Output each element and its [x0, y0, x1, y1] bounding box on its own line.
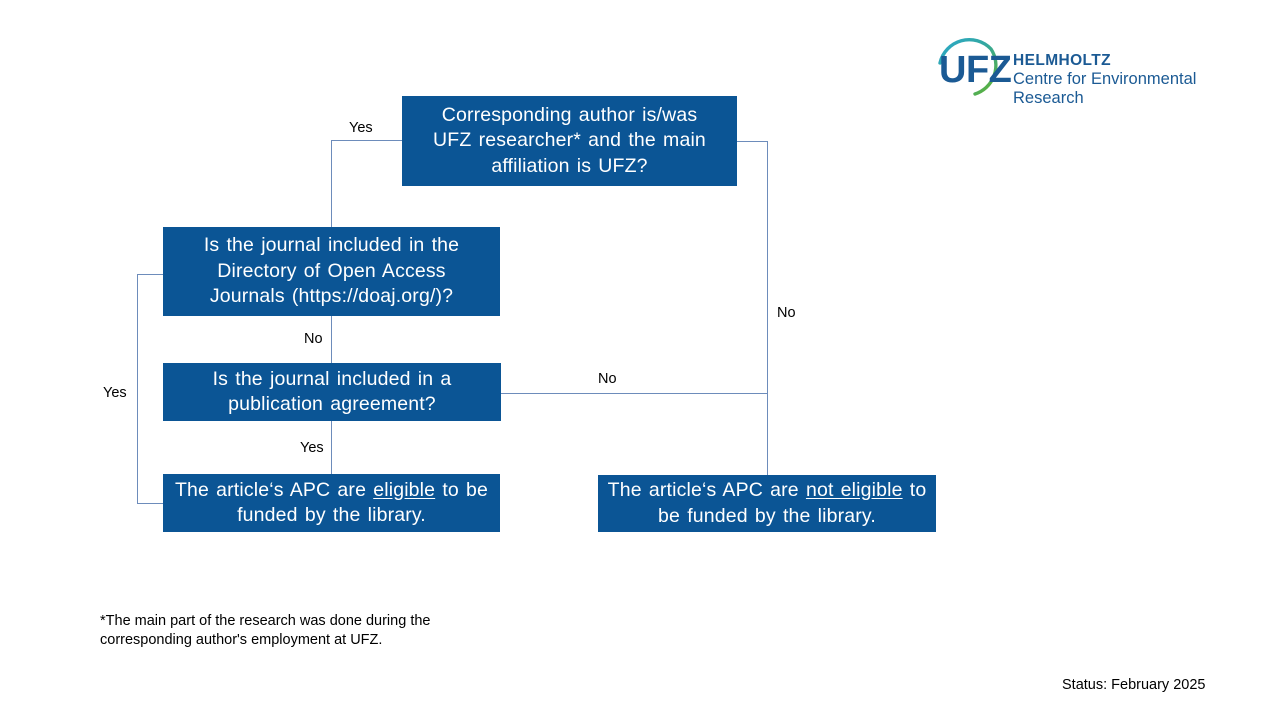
connector-doaj-yes-vertical	[137, 274, 138, 504]
connector-author-yes-horizontal	[331, 140, 402, 141]
ufz-logo: UFZ HELMHOLTZ Centre for Environmental R…	[913, 31, 1246, 107]
edge-label-agreement-no: No	[598, 371, 617, 387]
emphasis-eligible: eligible	[373, 478, 436, 501]
node-q-publication-agreement-text: Is the journal included in a publication…	[212, 367, 452, 416]
node-q-corresponding-author[interactable]: Corresponding author is/was UFZ research…	[402, 96, 737, 186]
connector-doaj-no-vertical	[331, 316, 332, 364]
helmholtz-tagline: Centre for Environmental Research	[1013, 70, 1197, 107]
edge-label-author-no: No	[777, 305, 796, 321]
edge-label-agreement-yes: Yes	[300, 440, 324, 456]
edge-label-doaj-no: No	[304, 331, 323, 347]
connector-doaj-yes-horizontal-bottom	[137, 503, 164, 504]
node-result-eligible[interactable]: The article‘s APC are eligible to be fun…	[163, 474, 500, 532]
node-result-not-eligible-text: The article‘s APC are not eligible to be…	[607, 479, 927, 527]
ufz-wordmark: UFZ	[939, 49, 1012, 91]
connector-author-no-vertical	[767, 141, 768, 476]
connector-agreement-no-horizontal	[501, 393, 768, 394]
node-q-publication-agreement[interactable]: Is the journal included in a publication…	[163, 363, 501, 421]
edge-label-author-yes: Yes	[349, 120, 373, 136]
node-q-doaj[interactable]: Is the journal included in the Directory…	[163, 227, 500, 316]
footnote-text: *The main part of the research was done …	[100, 613, 431, 648]
node-result-eligible-text: The article‘s APC are eligible to be fun…	[174, 478, 489, 527]
connector-doaj-yes-horizontal-top	[137, 274, 164, 275]
node-q-doaj-text: Is the journal included in the Directory…	[203, 234, 460, 308]
status-text: Status: February 2025	[1062, 677, 1206, 693]
connector-author-no-horizontal	[737, 141, 768, 142]
connector-author-yes-vertical	[331, 140, 332, 228]
emphasis-not-eligible: not eligible	[805, 479, 903, 501]
connector-agreement-yes-vertical	[331, 421, 332, 475]
node-q-corresponding-author-text: Corresponding author is/was UFZ research…	[433, 103, 706, 177]
node-result-not-eligible[interactable]: The article‘s APC are not eligible to be…	[598, 475, 936, 532]
edge-label-doaj-yes: Yes	[103, 385, 127, 401]
helmholtz-name: HELMHOLTZ	[1013, 52, 1112, 69]
ufz-arc-icon	[938, 38, 998, 96]
